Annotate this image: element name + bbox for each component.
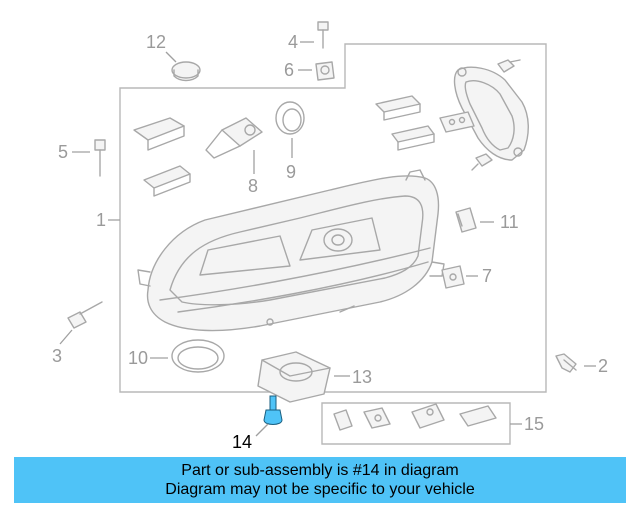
connector-15c[interactable]	[411, 403, 445, 429]
callout-11[interactable]: 11	[500, 212, 519, 232]
seal-ring-9[interactable]	[275, 101, 305, 135]
leader-14	[255, 423, 269, 437]
connector-upper-right[interactable]	[375, 95, 421, 121]
banner-line-2: Diagram may not be specific to your vehi…	[165, 481, 475, 498]
callout-3[interactable]: 3	[52, 346, 62, 366]
nut-6[interactable]	[315, 61, 335, 81]
callout-14[interactable]: 14	[232, 432, 252, 452]
connector-15a[interactable]	[333, 409, 353, 431]
info-banner: Part or sub-assembly is #14 in diagram D…	[14, 457, 626, 503]
rear-cover-bracket[interactable]	[453, 66, 529, 161]
callout-15[interactable]: 15	[524, 414, 544, 434]
callout-8[interactable]: 8	[248, 176, 258, 196]
screw-top-right[interactable]	[497, 59, 521, 73]
connector-mid-right[interactable]	[391, 125, 435, 151]
screw-14-highlighted[interactable]	[263, 395, 283, 425]
callout-6[interactable]: 6	[284, 60, 294, 80]
connector-15d[interactable]	[459, 405, 497, 427]
callout-5[interactable]: 5	[58, 142, 68, 162]
headlamp-housing[interactable]	[137, 169, 445, 332]
callout-1[interactable]: 1	[96, 210, 106, 230]
subgroup-frame-15	[321, 402, 511, 445]
leader-3	[59, 329, 73, 345]
assembly-frame	[119, 43, 547, 393]
module-11[interactable]	[455, 207, 477, 233]
callout-10[interactable]: 10	[128, 348, 148, 368]
actuator-8[interactable]	[205, 117, 263, 159]
callout-13[interactable]: 13	[352, 367, 372, 387]
control-module-13[interactable]	[257, 351, 331, 403]
callout-9[interactable]: 9	[286, 162, 296, 182]
callout-12[interactable]: 12	[146, 32, 166, 52]
callout-7[interactable]: 7	[482, 266, 492, 286]
bracket-7[interactable]	[441, 265, 465, 289]
callout-4[interactable]: 4	[288, 32, 298, 52]
bolt-2[interactable]	[555, 353, 577, 373]
ring-10[interactable]	[171, 339, 225, 373]
screw-4[interactable]	[317, 21, 329, 49]
leader-12	[165, 51, 177, 63]
cap-12[interactable]	[171, 61, 201, 82]
callout-2[interactable]: 2	[598, 356, 608, 376]
connector-15b[interactable]	[363, 407, 391, 429]
bolt-3[interactable]	[67, 301, 103, 329]
socket-right[interactable]	[439, 111, 475, 133]
connector-upper-left[interactable]	[133, 117, 185, 151]
screw-mid-right[interactable]	[471, 153, 493, 171]
connector-lower-left[interactable]	[143, 165, 191, 197]
screw-5[interactable]	[94, 139, 106, 177]
banner-line-1: Part or sub-assembly is #14 in diagram	[181, 462, 459, 479]
